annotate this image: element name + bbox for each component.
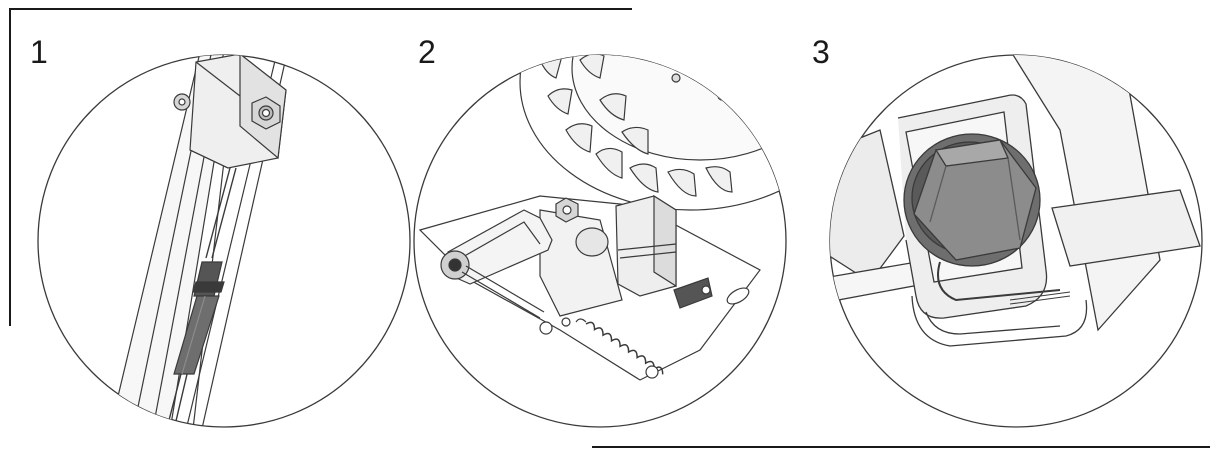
step-number-1: 1 xyxy=(30,34,48,70)
engine-throttle-spring-illustration xyxy=(413,54,787,428)
left-frame-line xyxy=(9,8,11,326)
top-frame-line xyxy=(9,8,632,10)
hex-bolt-clamp-closeup-illustration xyxy=(829,54,1203,428)
bottom-frame-line xyxy=(592,446,1210,448)
step-number-2: 2 xyxy=(418,34,436,70)
step-number-3: 3 xyxy=(812,34,830,70)
cable-adjuster-detail-illustration xyxy=(37,54,411,428)
